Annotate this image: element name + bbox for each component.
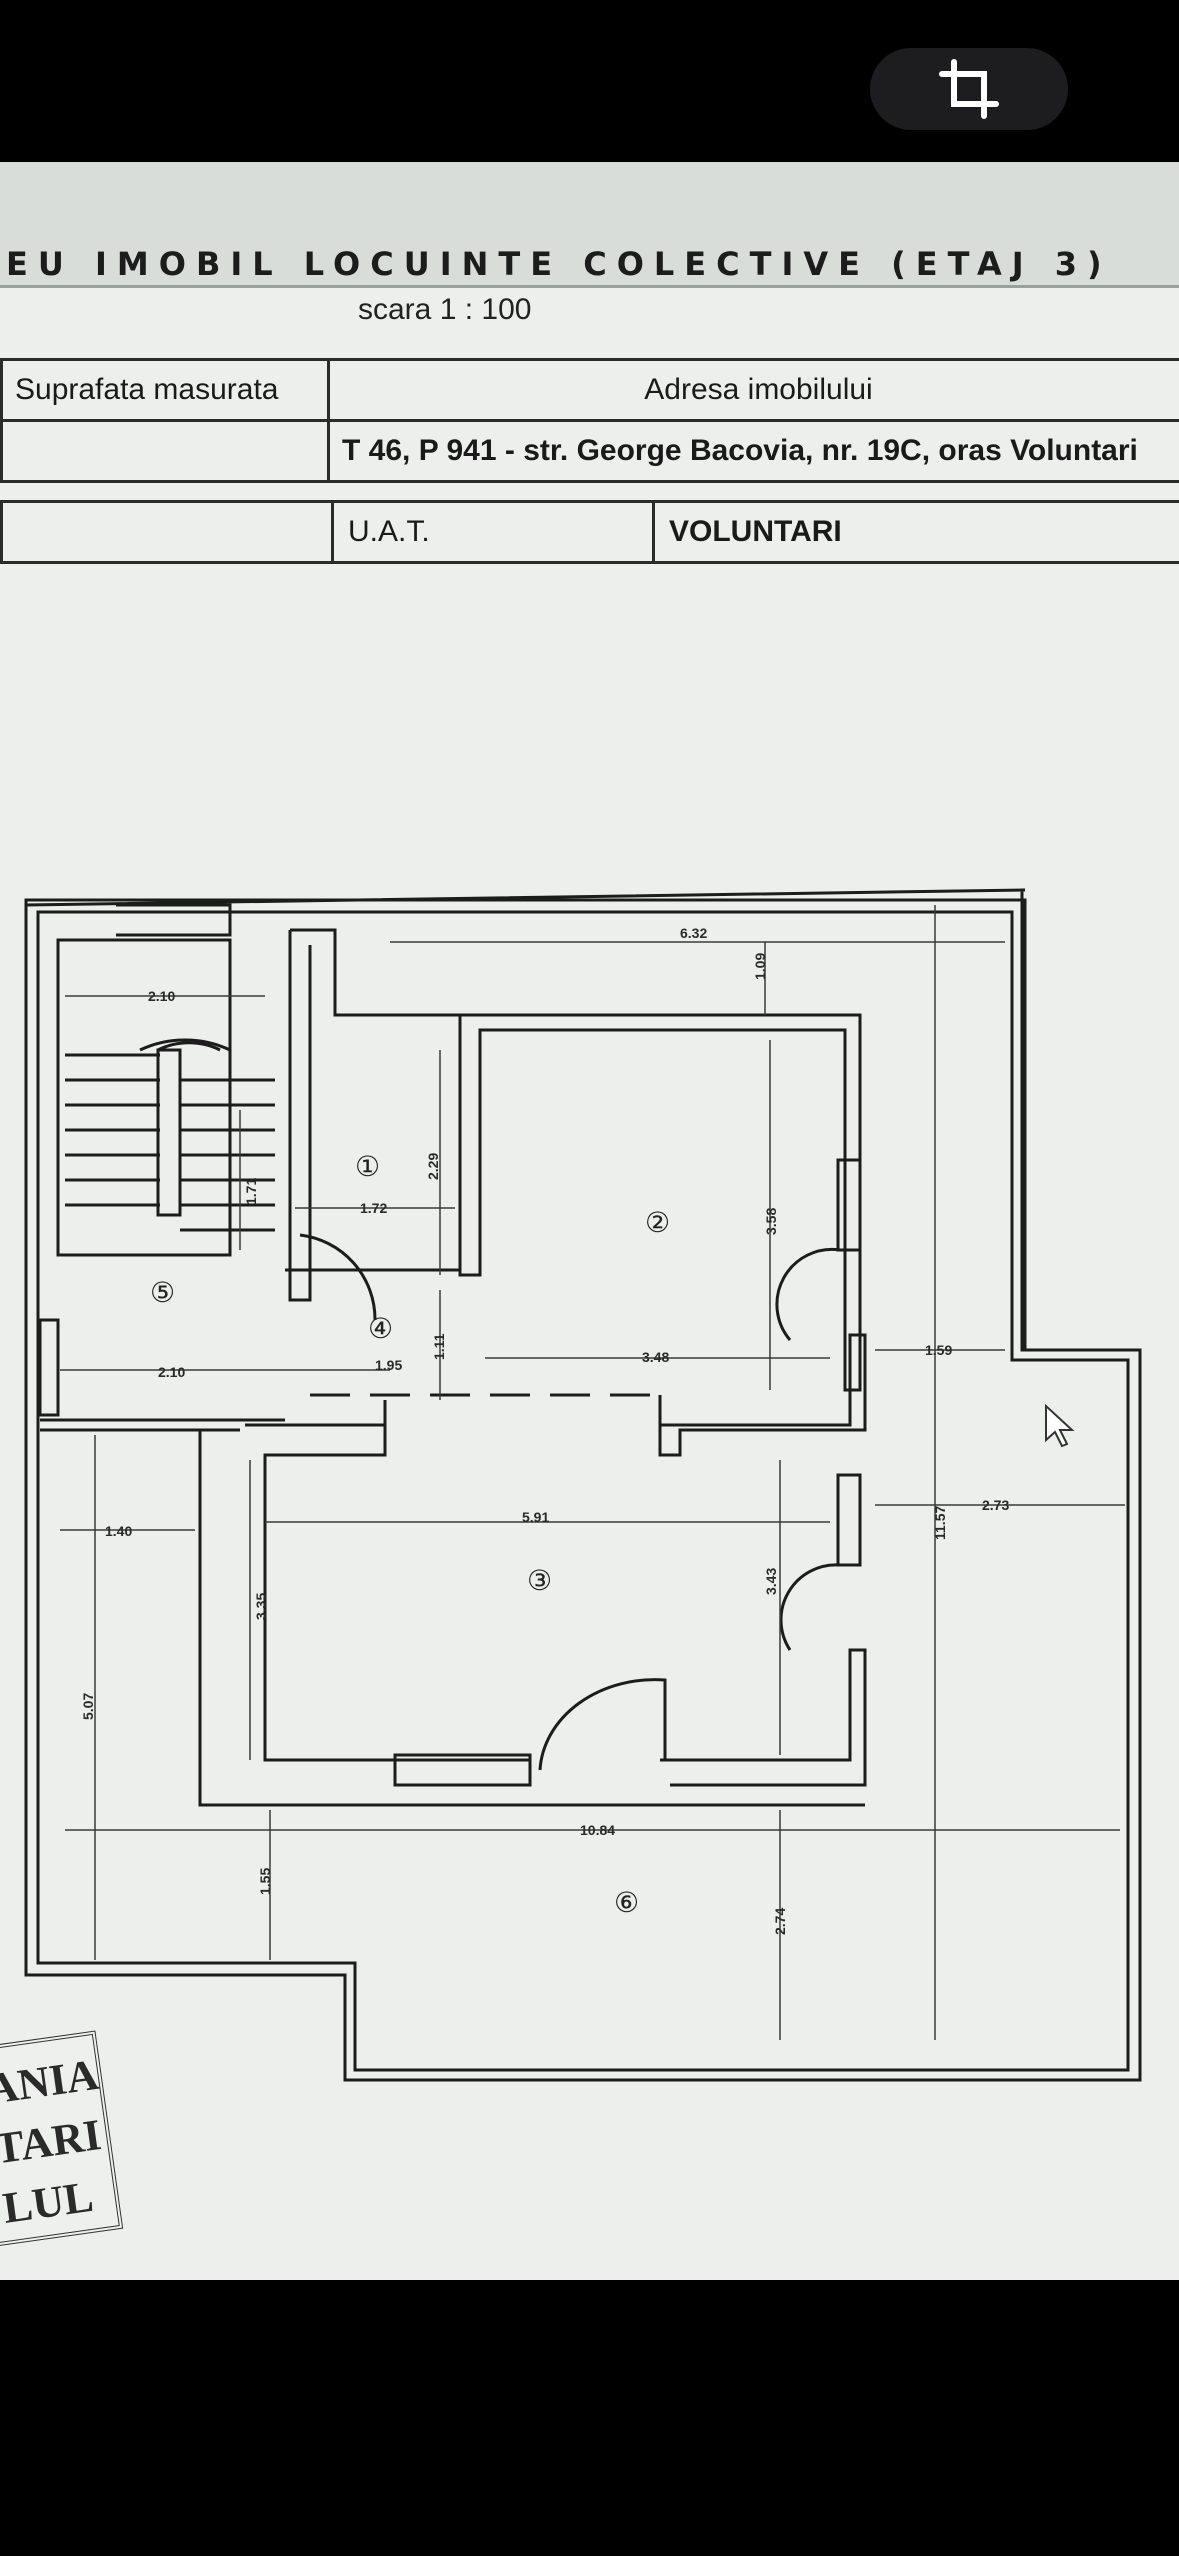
- top-bar: [0, 0, 1179, 162]
- stair-window: [116, 903, 232, 937]
- dim-2-73: 2.73: [982, 1497, 1009, 1513]
- dim-1-09: 1.09: [752, 953, 768, 980]
- outer-wall: [24, 888, 1142, 2082]
- uat-label: U.A.T.: [331, 500, 655, 564]
- stairs: [65, 1038, 275, 1232]
- measured-area-label: Suprafata masurata: [0, 358, 330, 422]
- bottom-area: [0, 2280, 1179, 2556]
- document-title: EU IMOBIL LOCUINTE COLECTIVE (ETAJ 3): [6, 245, 1112, 283]
- outer-wall-inner: [36, 910, 1130, 2072]
- address-label: Adresa imobilului: [327, 358, 1179, 422]
- room-4-label: ④: [368, 1313, 393, 1344]
- address-value: T 46, P 941 - str. George Bacovia, nr. 1…: [327, 419, 1179, 483]
- paper-divider: [0, 285, 1179, 288]
- dim-2-10-left: 2.10: [158, 1364, 185, 1380]
- uat-empty-cell: [0, 500, 334, 564]
- room-1-label: ①: [355, 1151, 380, 1182]
- dim-5-91: 5.91: [522, 1509, 549, 1525]
- cursor-icon: [1045, 1403, 1075, 1448]
- room-2-label: ②: [645, 1207, 670, 1238]
- room1-wall: [285, 928, 462, 1272]
- dim-10-84: 10.84: [580, 1822, 615, 1838]
- dim-3-43: 3.43: [763, 1568, 779, 1595]
- dim-1-55: 1.55: [257, 1868, 273, 1895]
- measured-area-value: [0, 419, 330, 483]
- dim-1-59: 1.59: [925, 1342, 952, 1358]
- dim-11-57: 11.57: [932, 1506, 948, 1540]
- info-table: Suprafata masurata Adresa imobilului T 4…: [0, 358, 1179, 483]
- room-3-label: ③: [527, 1565, 552, 1596]
- dim-2-10-top: 2.10: [148, 988, 175, 1004]
- crop-icon: [939, 59, 999, 119]
- room2-wall: [458, 1013, 862, 1392]
- uat-value: VOLUNTARI: [652, 500, 1179, 564]
- stair-wall: [56, 938, 232, 1257]
- dim-1-72: 1.72: [360, 1200, 387, 1216]
- dim-1-40: 1.40: [105, 1523, 132, 1539]
- dim-1-11: 1.11: [431, 1333, 447, 1360]
- dim-3-48: 3.48: [642, 1349, 669, 1365]
- paper-header-shadow: [0, 162, 1179, 287]
- document-scale: scara 1 : 100: [358, 293, 532, 326]
- dim-1-71: 1.71: [243, 1178, 259, 1205]
- dim-6-32: 6.32: [680, 925, 707, 941]
- dim-2-74: 2.74: [772, 1908, 788, 1935]
- crop-button[interactable]: [870, 48, 1068, 130]
- dim-1-95: 1.95: [375, 1357, 402, 1373]
- dim-5-07: 5.07: [80, 1693, 96, 1720]
- room-6-label: ⑥: [614, 1887, 639, 1918]
- dim-3-35: 3.35: [253, 1593, 269, 1620]
- dim-3-58: 3.58: [763, 1208, 779, 1235]
- uat-table: U.A.T. VOLUNTARI: [0, 500, 1179, 564]
- outer-wall-top: [24, 898, 1027, 1350]
- room-5-label: ⑤: [150, 1277, 175, 1308]
- dim-2-29: 2.29: [425, 1153, 441, 1180]
- room3-wall: [245, 1423, 530, 1762]
